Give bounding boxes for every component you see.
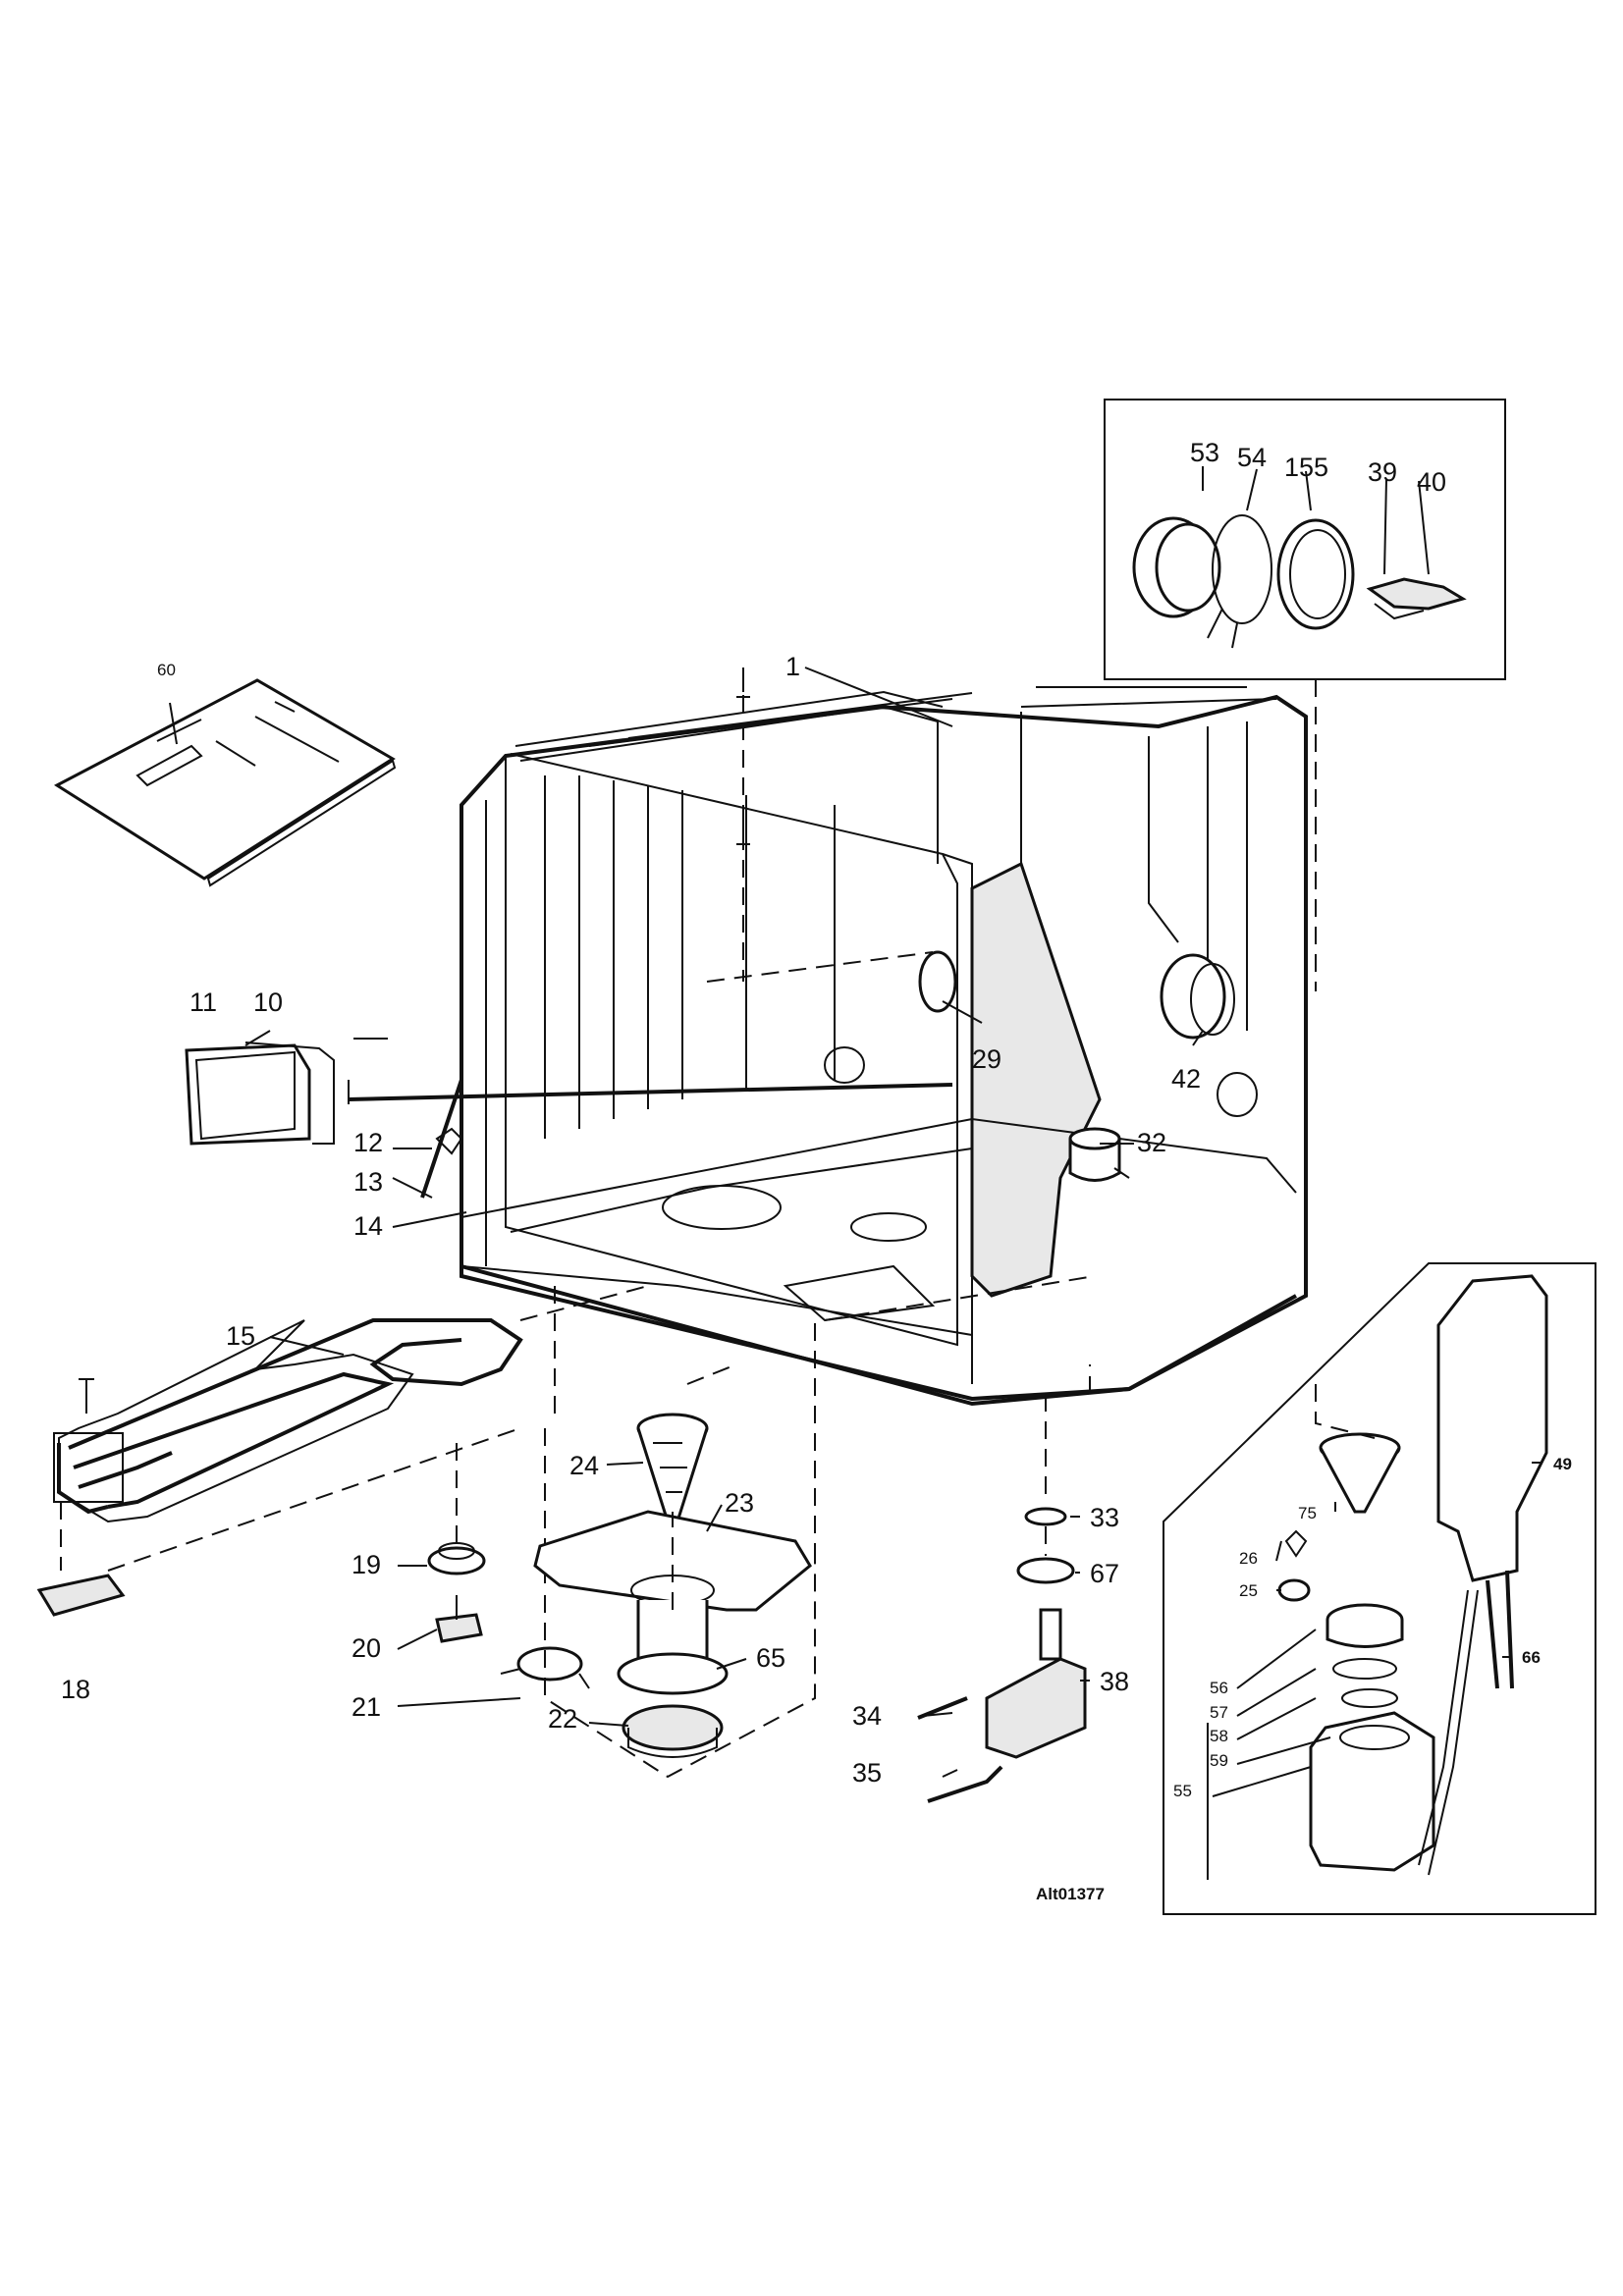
label-32: 32 (1137, 1128, 1166, 1157)
part-26-25-nozzle (1277, 1529, 1311, 1602)
part-32-cap (1068, 1127, 1121, 1182)
label-11: 11 (189, 988, 217, 1017)
part-10-11-panel (185, 1041, 335, 1146)
part-labels: 53 54 155 39 40 60 1 11 10 29 42 32 12 1… (61, 438, 1572, 1903)
label-25: 25 (1239, 1581, 1258, 1600)
label-58: 58 (1210, 1727, 1228, 1745)
part-33-nut (1024, 1507, 1067, 1526)
label-33: 33 (1090, 1503, 1119, 1532)
part-21-thermostat (500, 1646, 590, 1689)
label-18: 18 (61, 1675, 90, 1704)
label-56: 56 (1210, 1679, 1228, 1697)
part-49-reservoir (1436, 1274, 1548, 1582)
part-22-impeller (622, 1704, 724, 1758)
label-10: 10 (253, 988, 283, 1017)
part-29-inlet (918, 950, 957, 1013)
part-67-ring (1016, 1557, 1075, 1584)
label-22: 22 (548, 1704, 577, 1734)
label-1: 1 (785, 652, 800, 681)
label-29: 29 (972, 1044, 1001, 1074)
dishwasher-tub (460, 667, 1308, 1407)
label-67: 67 (1090, 1559, 1119, 1588)
label-34: 34 (852, 1701, 882, 1731)
label-57: 57 (1210, 1703, 1228, 1722)
part-38-motor (985, 1608, 1087, 1759)
inset-water-softener (1163, 1262, 1596, 1915)
label-54: 54 (1237, 443, 1267, 472)
part-56-cap (1325, 1603, 1404, 1648)
label-21: 21 (352, 1692, 381, 1722)
label-42: 42 (1171, 1064, 1201, 1094)
label-14: 14 (353, 1211, 383, 1241)
label-65: 65 (756, 1643, 785, 1673)
part-42-side-port (1160, 953, 1235, 1040)
label-12: 12 (353, 1128, 383, 1157)
label-39: 39 (1368, 457, 1397, 487)
label-60: 60 (157, 661, 176, 679)
label-13: 13 (353, 1167, 383, 1197)
part-53-seal-ring (1132, 516, 1221, 618)
part-19-seal (427, 1542, 486, 1575)
part-39-40-clip (1366, 577, 1467, 620)
label-20: 20 (352, 1633, 381, 1663)
part-55-softener-tank (1309, 1711, 1435, 1872)
part-23-sump-plate (533, 1510, 812, 1612)
part-15-heating-element (53, 1318, 523, 1523)
part-35-hose (927, 1765, 1003, 1803)
label-26: 26 (1239, 1549, 1258, 1568)
label-19: 19 (352, 1550, 381, 1579)
part-66-hose (1418, 1570, 1514, 1876)
label-155: 155 (1284, 453, 1328, 482)
label-75: 75 (1298, 1504, 1317, 1522)
inset-door-seal-box (1104, 399, 1506, 680)
label-38: 38 (1100, 1667, 1129, 1696)
label-23: 23 (725, 1488, 754, 1518)
part-155-clamp-ring (1276, 518, 1355, 630)
part-20-thermostat (435, 1595, 483, 1643)
part-24-filter (636, 1413, 709, 1523)
label-66: 66 (1522, 1648, 1541, 1667)
label-49: 49 (1553, 1455, 1572, 1473)
leader-lines (244, 667, 1542, 1797)
part-65-sump (617, 1600, 729, 1695)
label-40: 40 (1417, 467, 1446, 497)
label-53: 53 (1190, 438, 1219, 467)
reference-code: Alt01377 (1036, 1885, 1105, 1903)
part-60-instruction-manual (54, 678, 397, 887)
part-75-funnel (1319, 1432, 1401, 1514)
part-57-59-seals (1332, 1658, 1398, 1708)
part-18-bracket (36, 1574, 126, 1617)
part-54-gasket (1207, 514, 1272, 649)
label-15: 15 (226, 1321, 255, 1351)
label-59: 59 (1210, 1751, 1228, 1770)
label-55: 55 (1173, 1782, 1192, 1800)
label-35: 35 (852, 1758, 882, 1788)
label-24: 24 (569, 1451, 599, 1480)
